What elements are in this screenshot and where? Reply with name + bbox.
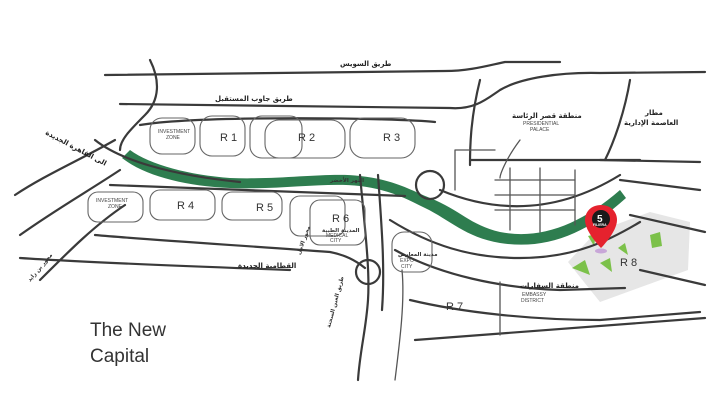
pin-logo-text: FILIERA <box>593 223 607 227</box>
investment-zone-left-label: INVESTMENT <box>96 198 128 204</box>
expo-city-label: EXPO <box>400 258 414 264</box>
district-r8-label: R 8 <box>620 257 637 269</box>
district-r7-label: R 7 <box>446 301 463 313</box>
investment-zone-top-label: INVESTMENT <box>158 129 190 135</box>
map-title-line-2: Capital <box>90 346 150 367</box>
location-marker[interactable]: 5 FILIERA <box>585 205 617 254</box>
pin-logo-circle <box>592 210 610 228</box>
district-r5-label: R 5 <box>256 202 273 214</box>
pin-logo-five: 5 <box>597 214 603 225</box>
river-ar-label: النهر الأخضر <box>329 176 364 184</box>
medical-city-label-2: CITY <box>330 238 342 244</box>
district-r3-label: R 3 <box>383 132 400 144</box>
embassy-district-label-2: DISTRICT <box>521 298 544 304</box>
district-blocks <box>87 115 433 273</box>
ain-sokhna-label: طريق العين السخنة <box>326 276 345 329</box>
district-r1-label: R 1 <box>220 132 237 144</box>
map-title-line-1: The New <box>90 320 167 341</box>
investment-zone-top-label-2: ZONE <box>166 135 181 141</box>
presidential-ar-label: منطقة قصر الرئاسة <box>512 112 582 120</box>
regional-ring-label: طريق جاوب المستقبل <box>215 95 293 103</box>
district-r4-label: R 4 <box>177 200 194 212</box>
presidential-palace-label-2: PALACE <box>530 127 550 133</box>
airport-ar-label-2: العاصمة الإدارية <box>624 119 678 127</box>
medical-city-label: MEDICAL <box>326 233 348 239</box>
medical-ar-label: المدينة الطبية <box>322 228 360 234</box>
expo-ar-label: مدينة المعارض <box>398 252 438 258</box>
green-river <box>122 150 626 245</box>
park-4 <box>650 232 662 248</box>
park-3 <box>618 243 628 255</box>
pin-shadow <box>595 248 607 254</box>
airport-ar-label: مطار <box>644 109 663 117</box>
road-network <box>13 58 707 382</box>
map-title: The New Capital <box>90 318 166 370</box>
presidential-palace-label: PRESIDENTIAL <box>523 121 559 127</box>
new-cairo-label: القطامية الجديدة <box>238 262 296 270</box>
park-2 <box>600 258 612 272</box>
suez-road-label: طريق السويس <box>340 60 392 68</box>
park-1 <box>572 260 590 275</box>
district-r6-label: R 6 <box>332 213 349 225</box>
investment-zone-left-label-2: ZONE <box>108 204 123 210</box>
embassy-ar-label: منطقة السفارات <box>520 282 579 290</box>
expo-city-label-2: CITY <box>401 264 413 270</box>
district-r2-label: R 2 <box>298 132 315 144</box>
embassy-district-label: EMBASSY <box>522 292 547 298</box>
